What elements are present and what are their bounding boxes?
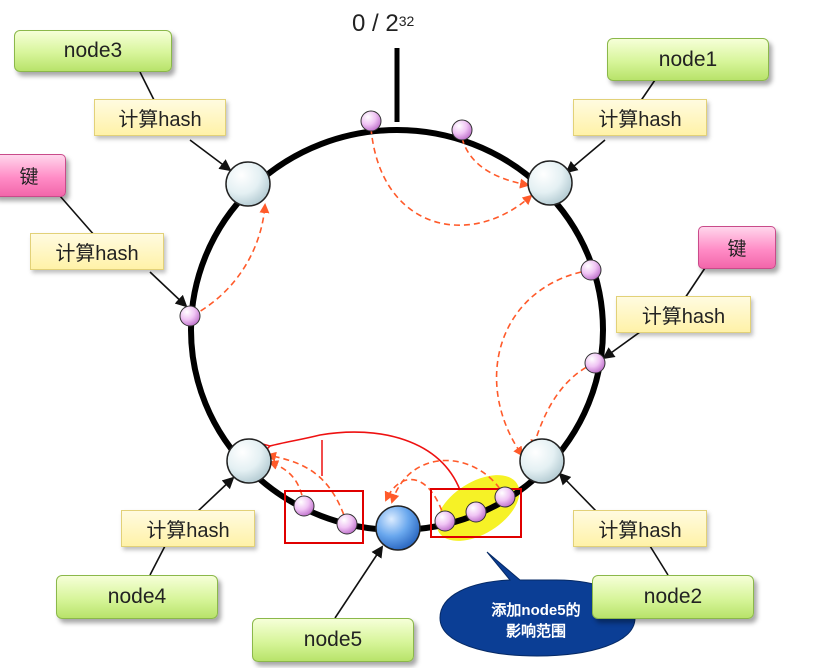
arrow-key-right-box-to-node5-b bbox=[389, 459, 506, 504]
line-node4-to-hash bbox=[149, 545, 166, 576]
arrow-key-top-to-node1 bbox=[370, 127, 533, 226]
hash-box-node1: 计算hash bbox=[573, 99, 707, 136]
key-point bbox=[465, 501, 487, 523]
node3-point bbox=[225, 161, 271, 207]
connector-node3-hash-to-ring bbox=[189, 139, 232, 172]
node5-box: node5 bbox=[252, 618, 414, 662]
arrow-key-topright-to-node1 bbox=[461, 137, 530, 189]
node1-label: node1 bbox=[658, 47, 718, 71]
node2-point bbox=[519, 438, 565, 484]
affected-keys-box-left bbox=[284, 490, 364, 544]
node3-label: node3 bbox=[63, 39, 123, 62]
key-point bbox=[293, 495, 315, 517]
key-box-right: 键 bbox=[698, 226, 776, 269]
node2-label: node2 bbox=[643, 585, 703, 608]
affected-keys-box-right bbox=[430, 488, 522, 538]
key-point bbox=[179, 305, 201, 327]
hash-label: 计算hash bbox=[598, 520, 682, 542]
hash-label: 计算hash bbox=[598, 109, 682, 131]
node4-label: node4 bbox=[107, 585, 167, 608]
line-node2-to-hash bbox=[649, 545, 669, 576]
hash-box-node4: 计算hash bbox=[121, 510, 255, 547]
ring-origin-exponent: 32 bbox=[398, 13, 415, 29]
hash-box-node2: 计算hash bbox=[573, 510, 707, 547]
connector-node5-to-ring bbox=[334, 545, 384, 619]
key-point bbox=[360, 110, 382, 132]
key-box-left: 键 bbox=[0, 154, 66, 197]
node5-label: node5 bbox=[303, 628, 363, 651]
hash-box-node3: 计算hash bbox=[94, 99, 226, 136]
callout-line1: 添加node5的 bbox=[491, 602, 581, 619]
line-node3-to-hash bbox=[139, 71, 156, 103]
node3-box: node3 bbox=[14, 30, 172, 72]
node4-box: node4 bbox=[56, 575, 218, 619]
arrow-key-left-box2-to-node4 bbox=[266, 451, 348, 525]
hand-drawn-red-arrow bbox=[256, 431, 461, 491]
node2-box: node2 bbox=[592, 575, 754, 619]
callout-line2: 影响范围 bbox=[505, 623, 566, 640]
key-point bbox=[580, 259, 602, 281]
hash-label: 计算hash bbox=[55, 243, 139, 265]
arrow-key-left-to-node3 bbox=[191, 203, 270, 317]
connector-node2-hash-to-ring bbox=[558, 472, 598, 513]
line-node1-to-hash bbox=[639, 79, 656, 103]
key-point bbox=[584, 352, 606, 374]
key-point bbox=[336, 513, 358, 535]
node1-point bbox=[527, 160, 573, 206]
key-point bbox=[451, 119, 473, 141]
key-label: 键 bbox=[727, 239, 747, 260]
node5-point bbox=[375, 505, 421, 551]
hash-box-key-left: 计算hash bbox=[30, 233, 164, 270]
callout-text: 添加node5的 影响范围 bbox=[452, 596, 620, 646]
node4-point bbox=[226, 438, 272, 484]
key-point bbox=[494, 486, 516, 508]
connector-node4-hash-to-ring bbox=[196, 476, 235, 513]
arrow-key-right-upper-to-node2 bbox=[495, 269, 592, 457]
line-key-left-to-hash bbox=[59, 195, 96, 237]
connector-node1-hash-to-ring bbox=[565, 139, 606, 174]
connector-key-left-hash-to-ring bbox=[149, 271, 188, 308]
hash-box-key-right: 计算hash bbox=[616, 296, 751, 333]
ring-origin-base: 0 / 2 bbox=[352, 10, 399, 37]
node1-box: node1 bbox=[607, 38, 769, 81]
key-point bbox=[434, 510, 456, 532]
hash-label: 计算hash bbox=[118, 109, 202, 131]
line-key-right-to-hash bbox=[684, 267, 706, 299]
connector-key-right-hash-to-ring bbox=[602, 331, 641, 360]
key-label: 键 bbox=[19, 167, 39, 188]
arrow-key-right-box-to-node5-a bbox=[384, 478, 446, 521]
hash-label: 计算hash bbox=[146, 520, 230, 542]
hash-label: 计算hash bbox=[641, 306, 726, 328]
